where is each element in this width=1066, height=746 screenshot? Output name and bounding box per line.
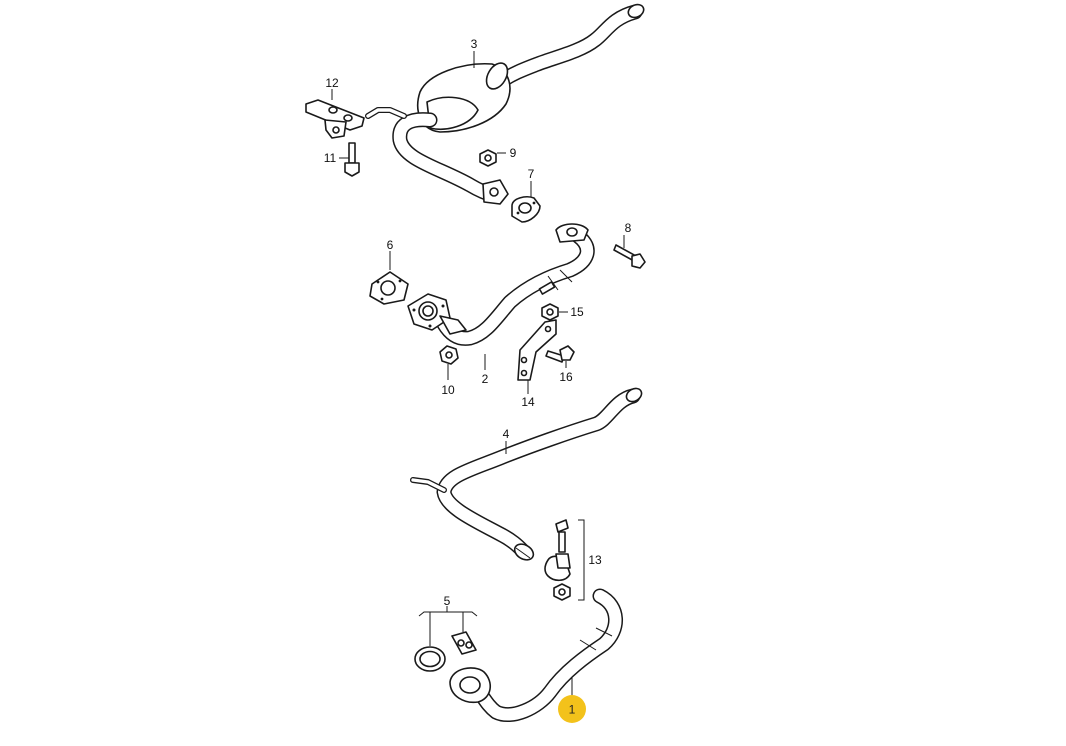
callout-12: 12	[325, 76, 339, 90]
callout-5: 5	[444, 594, 451, 608]
callout-3: 3	[471, 37, 478, 51]
part-9-nut[interactable]	[479, 149, 497, 167]
callout-15: 15	[570, 305, 584, 319]
part-3-catalytic-converter[interactable]	[365, 2, 646, 205]
callout-8: 8	[625, 221, 632, 235]
part-5-seal-kit[interactable]	[414, 611, 478, 672]
callout-1: 1	[569, 703, 576, 717]
leader-lines	[331, 51, 625, 697]
part-14-bracket[interactable]	[517, 319, 557, 381]
callout-10: 10	[441, 383, 455, 397]
part-12-hanger-bracket[interactable]	[305, 99, 365, 139]
callout-11: 11	[324, 151, 337, 165]
callout-6: 6	[387, 238, 394, 252]
part-8-bolt[interactable]	[613, 244, 646, 269]
part-6-gasket[interactable]	[369, 271, 409, 305]
part-16-bolt[interactable]	[545, 345, 575, 363]
callout-2: 2	[482, 372, 489, 386]
part-10-nut[interactable]	[439, 345, 459, 365]
callout-4: 4	[503, 427, 510, 441]
callout-16: 16	[559, 370, 573, 384]
part-15-nut[interactable]	[541, 303, 559, 321]
callout-labels: 1 2 3 4 5 6 7 8 9 10 11 12 13 14 15 16	[324, 37, 632, 723]
callout-7: 7	[528, 167, 535, 181]
part-1-rear-pipe[interactable]	[449, 588, 623, 723]
part-2-front-pipe[interactable]	[407, 223, 595, 346]
callout-14: 14	[521, 395, 535, 409]
part-11-bolt[interactable]	[344, 142, 360, 177]
part-4-intermediate-pipe[interactable]	[410, 386, 644, 563]
part-13-clamp[interactable]	[544, 519, 585, 601]
highlight-marker	[558, 695, 586, 723]
callout-9: 9	[510, 146, 517, 160]
callout-13: 13	[588, 553, 602, 567]
part-7-gasket[interactable]	[511, 196, 541, 223]
